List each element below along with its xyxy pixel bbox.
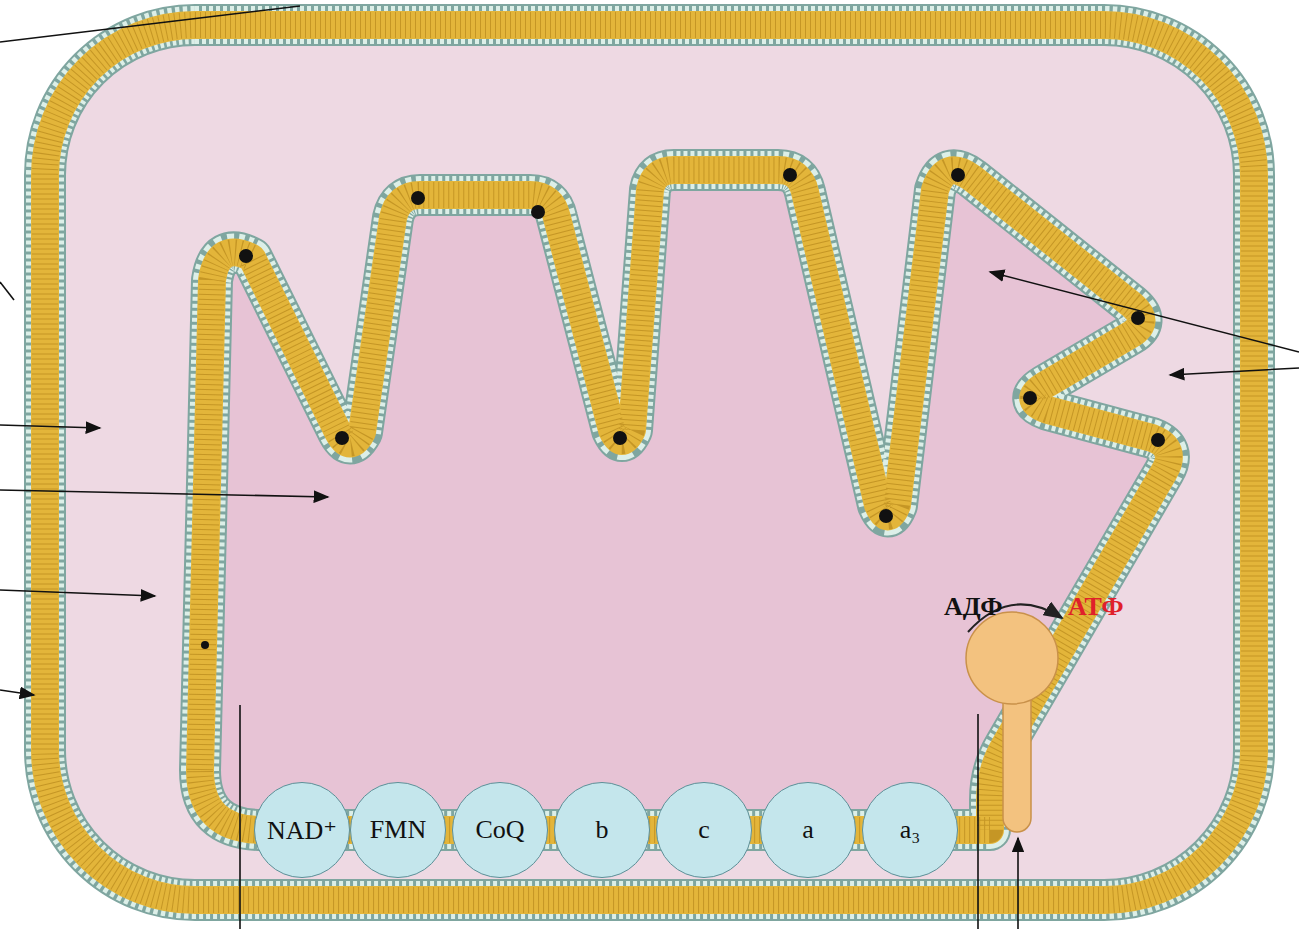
intermembrane-space [45,25,1254,900]
leader-lines [0,6,1299,929]
outer-membrane [45,25,1254,900]
carrier-label: c [698,815,710,845]
carrier-label: CoQ [475,815,524,845]
carrier-circle: b [554,782,650,878]
adp-label: АДФ [944,592,1003,622]
carrier-label: FMN [370,815,426,845]
carrier-circle: a₃ [862,782,958,878]
atp-synthase [966,604,1062,832]
atp-label: АТФ [1068,592,1124,622]
carrier-circle: a [760,782,856,878]
carrier-circle: c [656,782,752,878]
particles [201,168,1165,649]
carrier-circle: NAD⁺ [254,782,350,878]
carrier-label: b [596,815,609,845]
carrier-circle: FMN [350,782,446,878]
carrier-label: a₃ [900,815,921,845]
carrier-label: NAD⁺ [267,815,337,846]
carrier-circle: CoQ [452,782,548,878]
carrier-label: a [802,815,814,845]
